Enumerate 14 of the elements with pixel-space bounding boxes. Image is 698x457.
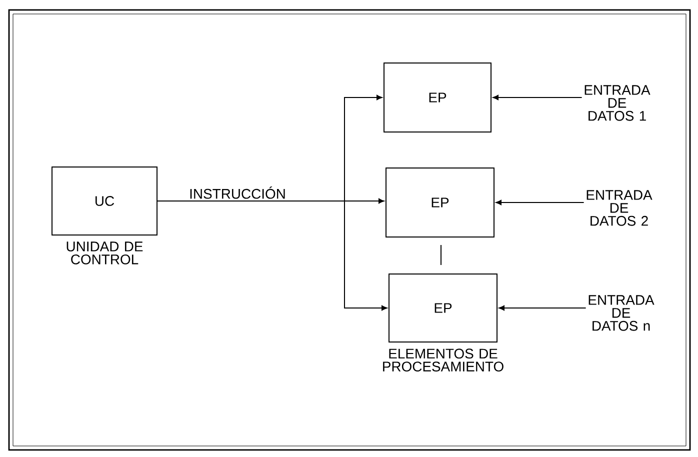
arrow bbox=[157, 200, 388, 311]
node-label: UNIDAD DE CONTROL bbox=[66, 242, 143, 264]
arrow bbox=[498, 305, 586, 311]
input-label: ENTRADA DE DATOS 2 bbox=[586, 190, 652, 226]
process-box: EP bbox=[388, 273, 498, 342]
node-label: ELEMENTOS DE PROCESAMIENTO bbox=[383, 348, 504, 372]
process-box: EP bbox=[386, 167, 494, 238]
input-label: ENTRADA DE DATOS n bbox=[588, 295, 654, 331]
input-label: ENTRADA DE DATOS 1 bbox=[584, 85, 650, 121]
edge-label: INSTRUCCIÓN bbox=[190, 186, 285, 199]
process-box: UC bbox=[52, 166, 158, 236]
arrow bbox=[496, 200, 584, 206]
arrow bbox=[492, 94, 582, 100]
process-box: EP bbox=[384, 62, 492, 132]
